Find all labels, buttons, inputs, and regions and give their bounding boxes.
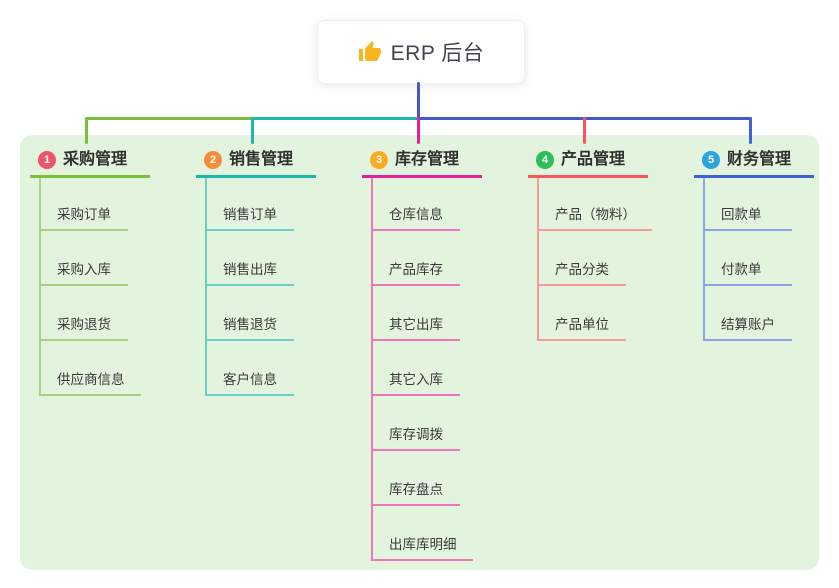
root-node[interactable]: ERP 后台 <box>317 20 525 84</box>
branch-number-badge: 2 <box>204 151 222 169</box>
connector-branch-drop <box>85 117 88 144</box>
child-node[interactable]: 库存盘点 <box>371 480 460 506</box>
child-node[interactable]: 产品单位 <box>537 315 626 341</box>
child-node[interactable]: 采购入库 <box>39 260 128 286</box>
connector-branch-drop <box>749 117 752 144</box>
branches-panel <box>20 135 819 570</box>
branch-node-1[interactable]: 1 采购管理 <box>30 150 150 178</box>
branch-title: 库存管理 <box>395 151 460 168</box>
child-node[interactable]: 其它入库 <box>371 370 460 396</box>
child-node[interactable]: 销售订单 <box>205 205 294 231</box>
root-title: ERP 后台 <box>390 42 485 65</box>
child-node[interactable]: 供应商信息 <box>39 370 141 396</box>
branch-spine <box>371 178 373 561</box>
branch-spine <box>537 178 539 341</box>
child-node[interactable]: 库存调拨 <box>371 425 460 451</box>
branch-title: 财务管理 <box>727 151 792 168</box>
child-node[interactable]: 出库库明细 <box>371 535 473 561</box>
child-node[interactable]: 采购订单 <box>39 205 128 231</box>
branch-spine <box>205 178 207 396</box>
branch-spine <box>39 178 41 396</box>
branch-number-badge: 1 <box>38 151 56 169</box>
child-node[interactable]: 客户信息 <box>205 370 294 396</box>
child-node[interactable]: 结算账户 <box>703 315 792 341</box>
branch-number-badge: 3 <box>370 151 388 169</box>
connector-root-vertical <box>417 82 420 120</box>
child-node[interactable]: 仓库信息 <box>371 205 460 231</box>
child-node[interactable]: 销售退货 <box>205 315 294 341</box>
connector-branch-drop <box>417 117 420 144</box>
branch-node-4[interactable]: 4 产品管理 <box>528 150 648 178</box>
connector-trunk-segment <box>85 117 253 120</box>
child-node[interactable]: 产品分类 <box>537 260 626 286</box>
branch-title: 销售管理 <box>229 151 294 168</box>
thumbs-up-icon <box>358 41 381 61</box>
branch-number-badge: 5 <box>702 151 720 169</box>
branch-title: 采购管理 <box>63 151 128 168</box>
connector-branch-drop <box>583 117 586 144</box>
child-node[interactable]: 采购退货 <box>39 315 128 341</box>
child-node[interactable]: 其它出库 <box>371 315 460 341</box>
branch-node-5[interactable]: 5 财务管理 <box>694 150 814 178</box>
branch-number-badge: 4 <box>536 151 554 169</box>
child-node[interactable]: 销售出库 <box>205 260 294 286</box>
branch-spine <box>703 178 705 341</box>
child-node[interactable]: 产品（物料） <box>537 205 652 231</box>
child-node[interactable]: 回款单 <box>703 205 792 231</box>
child-node[interactable]: 产品库存 <box>371 260 460 286</box>
branch-node-3[interactable]: 3 库存管理 <box>362 150 482 178</box>
branch-title: 产品管理 <box>561 151 626 168</box>
connector-trunk-segment <box>251 117 419 120</box>
child-node[interactable]: 付款单 <box>703 260 792 286</box>
branch-node-2[interactable]: 2 销售管理 <box>196 150 316 178</box>
connector-branch-drop <box>251 117 254 144</box>
